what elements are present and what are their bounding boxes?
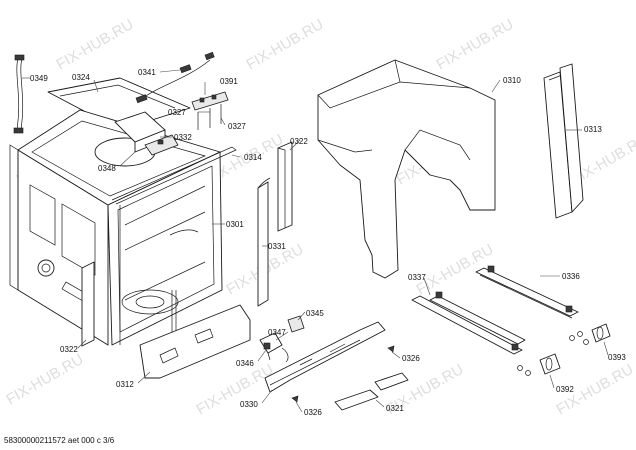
label-0312: 0312 [116,380,134,389]
label-0393: 0393 [608,353,626,362]
label-0327-right: 0327 [228,122,246,131]
label-0348: 0348 [98,164,116,173]
watermark-text: FIX-HUB.RU [244,16,327,74]
part-0347-pump [259,332,289,363]
part-0326-screws [291,345,395,403]
label-0332: 0332 [174,133,192,142]
label-0346: 0346 [236,359,254,368]
part-0345-clip [287,315,305,333]
label-0314: 0314 [244,153,262,162]
part-0331-strip [257,177,271,307]
label-0341: 0341 [138,68,156,77]
part-0310-insulation [317,59,496,279]
part-tub-body [9,109,223,346]
part-0349-hose [13,54,25,134]
part-labels: 0349 0324 0341 0391 0327 0327 0332 0348 … [30,68,626,417]
part-0330-tray [264,321,386,393]
label-0349: 0349 [30,74,48,83]
watermark-text: FIX-HUB.RU [54,16,137,74]
label-0322-upper: 0322 [290,137,308,146]
part-0322-bar-upper [277,141,293,232]
part-0393-rollers [569,323,611,345]
label-0310: 0310 [503,76,521,85]
watermark-text: FIX-HUB.RU [194,361,277,419]
part-0313-rail [543,63,584,219]
watermark-text: FIX-HUB.RU [434,16,517,74]
part-0322-bar-lower [81,261,95,347]
label-0337: 0337 [408,273,426,282]
part-0392-rollers [517,353,561,376]
label-0330: 0330 [240,400,258,409]
part-0312-insulation [139,304,251,379]
part-0336-rail [475,265,579,319]
label-0336: 0336 [562,272,580,281]
label-0347: 0347 [268,328,286,337]
diagram-footer-code: 58300000211572 aet 000 c 3/6 [4,436,115,445]
part-0327-bracket [191,91,229,130]
part-0341-wire [135,51,215,104]
label-0322-lower: 0322 [60,345,78,354]
watermark-text: FIX-HUB.RU [4,351,87,409]
part-0337-rail [411,291,526,355]
part-0314-seal [111,146,237,345]
label-0326-left: 0326 [304,408,322,417]
label-0321: 0321 [386,404,404,413]
label-0345: 0345 [306,309,324,318]
leader-lines [22,69,609,413]
label-0313: 0313 [584,125,602,134]
label-0324: 0324 [72,73,90,82]
label-0392: 0392 [556,385,574,394]
label-0326-right: 0326 [402,354,420,363]
part-0332-module [114,111,179,156]
label-0331: 0331 [268,242,286,251]
label-0327-left: 0327 [168,108,186,117]
label-0301: 0301 [226,220,244,229]
part-0321-foam [334,372,409,411]
label-0391: 0391 [220,77,238,86]
